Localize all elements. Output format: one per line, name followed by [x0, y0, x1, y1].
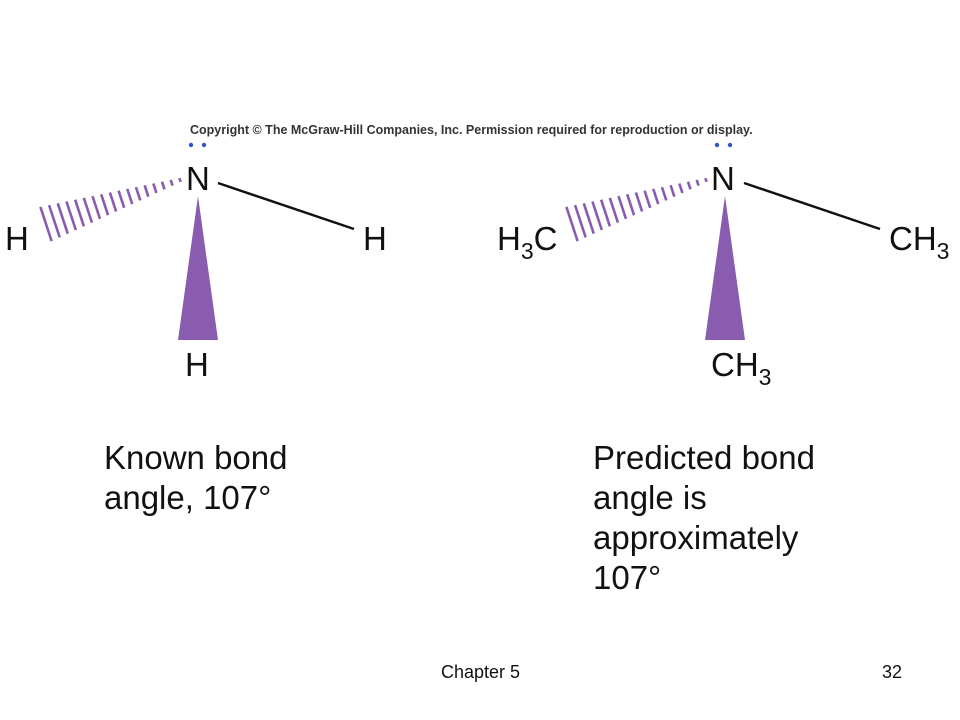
hash-stripe — [695, 179, 700, 187]
hash-stripe — [617, 195, 628, 220]
caption-line: Predicted bond — [593, 439, 815, 476]
caption-line: approximately — [593, 519, 799, 556]
central-atom-n: N — [711, 160, 735, 197]
caption-line: Known bond — [104, 439, 288, 476]
caption-line: angle, 107° — [104, 479, 272, 516]
substituent-left: H — [5, 220, 29, 257]
hash-stripe — [669, 184, 676, 198]
lone-pair-dot — [714, 142, 720, 148]
hash-stripe — [152, 183, 158, 194]
copyright-notice: Copyright © The McGraw-Hill Companies, I… — [190, 123, 753, 137]
hash-stripe — [126, 188, 134, 205]
ammonia-molecule: N H H H — [5, 142, 387, 383]
lone-pair-dot — [188, 142, 194, 148]
hash-stripe — [169, 179, 174, 187]
plain-bond — [743, 181, 881, 231]
solid-wedge-bond — [178, 196, 218, 340]
hash-stripe — [39, 206, 53, 242]
hash-stripe — [108, 192, 118, 212]
hash-stripe — [99, 193, 110, 216]
solid-wedge-bond — [705, 196, 745, 340]
hash-stripe — [47, 204, 61, 238]
hash-stripe — [178, 177, 182, 183]
trimethylamine-molecule: N H3C CH3 CH3 — [497, 142, 949, 390]
hash-stripe — [73, 199, 86, 227]
hash-stripe — [565, 206, 579, 242]
hash-stripe — [143, 184, 150, 198]
substituent-bottom: H — [185, 346, 209, 383]
hash-stripe — [704, 177, 708, 183]
substituent-right: H — [363, 220, 387, 257]
hashed-wedge-bond — [39, 177, 182, 242]
known-angle-caption: Known bond angle, 107° — [104, 438, 287, 518]
hash-stripe — [686, 181, 692, 190]
substituent-right: CH3 — [889, 220, 949, 264]
hash-stripe — [660, 186, 668, 201]
caption-line: angle is — [593, 479, 707, 516]
hash-stripe — [599, 199, 612, 227]
central-atom-n: N — [186, 160, 210, 197]
hash-stripe — [65, 201, 78, 231]
hash-stripe — [160, 181, 166, 190]
hash-stripe — [591, 201, 604, 231]
chapter-label: Chapter 5 — [441, 662, 521, 682]
lone-pair-dot — [727, 142, 733, 148]
hash-stripe — [573, 204, 587, 238]
lone-pair-dot — [201, 142, 207, 148]
predicted-angle-caption: Predicted bond angle is approximately 10… — [593, 438, 815, 598]
hash-stripe — [634, 192, 644, 212]
hash-stripe — [56, 202, 69, 235]
hashed-wedge-bond — [565, 177, 708, 242]
page-number: 32 — [882, 662, 903, 682]
hash-stripe — [608, 197, 620, 224]
plain-bond — [217, 181, 355, 231]
substituent-bottom: CH3 — [711, 346, 771, 390]
hash-stripe — [91, 195, 102, 220]
hash-stripe — [134, 186, 142, 201]
hash-stripe — [643, 190, 652, 209]
substituent-left: H3C — [497, 220, 557, 264]
caption-line: 107° — [593, 559, 662, 596]
hash-stripe — [117, 190, 126, 209]
hash-stripe — [652, 188, 660, 205]
hash-stripe — [582, 202, 595, 235]
hash-stripe — [678, 183, 684, 194]
hash-stripe — [625, 193, 636, 216]
hash-stripe — [82, 197, 94, 224]
